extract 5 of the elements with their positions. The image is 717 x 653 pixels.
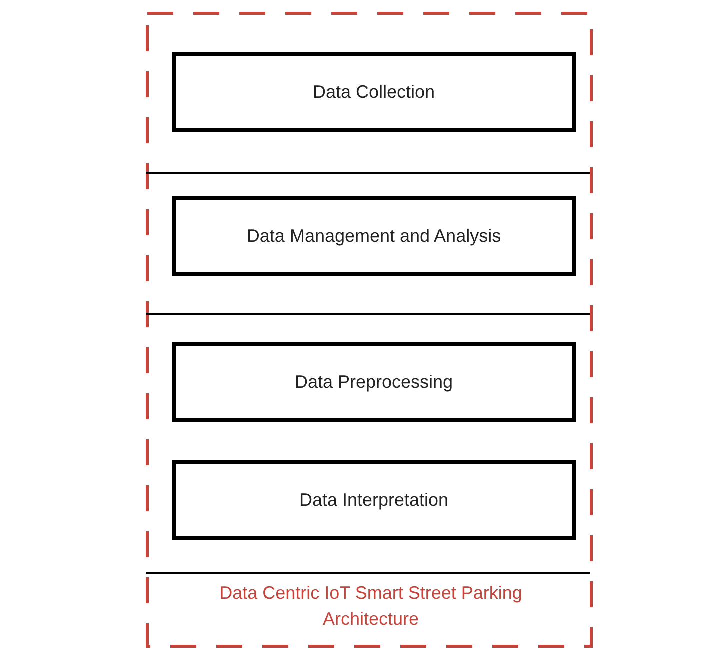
layer-box: Data Management and Analysis: [172, 196, 576, 276]
layer-box: Data Interpretation: [172, 460, 576, 540]
frame-title: Data Centric IoT Smart Street Parking Architecture: [218, 582, 524, 631]
layer-box: Data Preprocessing: [172, 342, 576, 422]
layer-box: Data Collection: [172, 52, 576, 132]
